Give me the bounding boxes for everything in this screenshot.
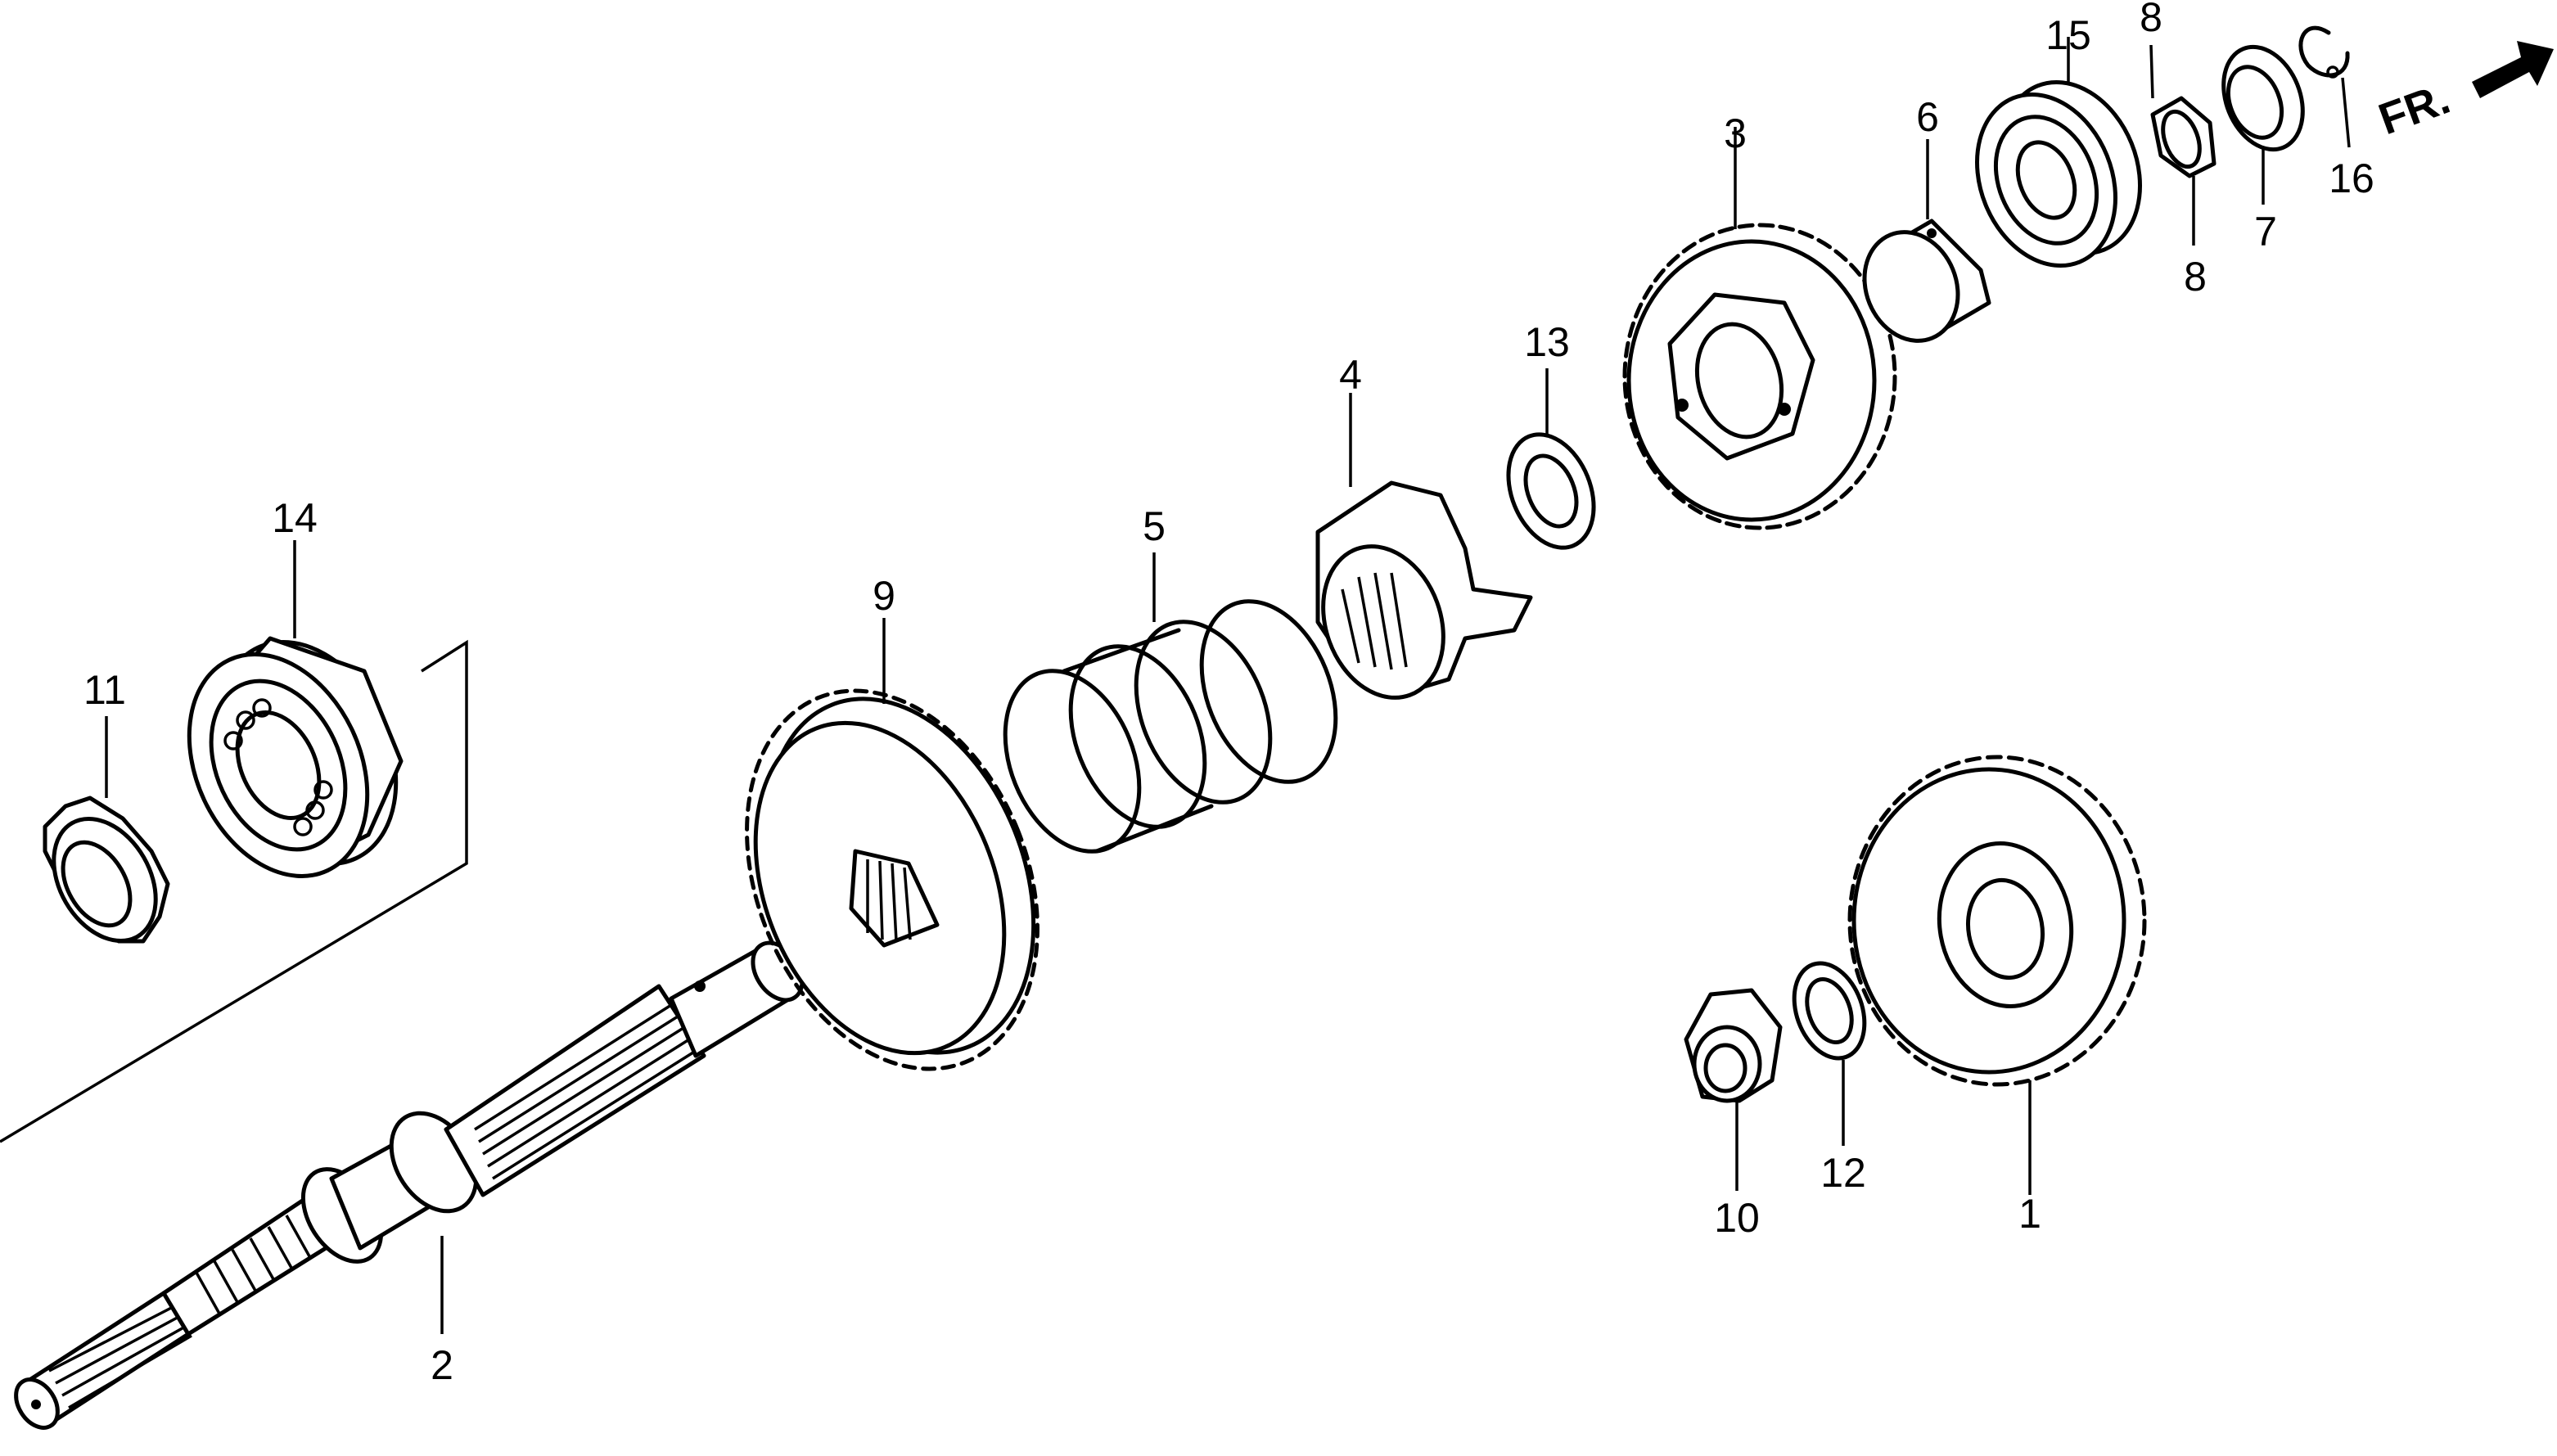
callout-9: 9 <box>873 573 895 619</box>
callout-16: 16 <box>2329 156 2374 201</box>
collar-6 <box>1862 219 1991 343</box>
callout-1: 1 <box>2018 1191 2041 1237</box>
callout-3: 3 <box>1724 110 1747 156</box>
coil-spring-5 <box>1003 599 1338 854</box>
callout-12: 12 <box>1820 1150 1866 1196</box>
snap-ring-16 <box>2298 25 2350 79</box>
bushing-7 <box>2221 44 2305 152</box>
thrust-washer-13 <box>1506 432 1596 550</box>
callout-8-top: 8 <box>2140 0 2162 40</box>
callout-8-bottom: 8 <box>2184 254 2207 300</box>
callout-10: 10 <box>1714 1195 1760 1241</box>
ball-bearing-15 <box>1975 79 2142 268</box>
callout-13: 13 <box>1524 319 1570 365</box>
shift-hub-4 <box>1315 480 1533 700</box>
leader-lines <box>105 37 2351 1334</box>
callout-7: 7 <box>2254 209 2277 255</box>
flange-nut-10 <box>1684 988 1783 1103</box>
callout-2: 2 <box>431 1342 453 1388</box>
callout-15: 15 <box>2045 12 2091 58</box>
lock-nut-11 <box>43 796 170 944</box>
split-collar-8 <box>2150 96 2217 178</box>
callout-14: 14 <box>272 495 318 541</box>
gear-1 <box>1847 755 2147 1087</box>
front-direction-arrow: FR. <box>2373 41 2554 144</box>
callout-11: 11 <box>83 667 126 713</box>
gear-3 <box>1622 223 1897 530</box>
callout-4: 4 <box>1339 352 1362 398</box>
callout-labels: 1 2 3 4 5 6 7 8 8 9 10 11 12 13 14 15 16 <box>83 0 2374 1388</box>
assembly-bracket <box>0 639 468 1143</box>
callout-5: 5 <box>1143 503 1166 549</box>
gear-9 <box>745 688 1039 1071</box>
front-marker-label: FR. <box>2373 74 2456 144</box>
mainshaft <box>14 940 805 1430</box>
ball-bearing-14 <box>187 636 404 878</box>
callout-6: 6 <box>1916 94 1939 140</box>
washer-12 <box>1792 961 1867 1061</box>
